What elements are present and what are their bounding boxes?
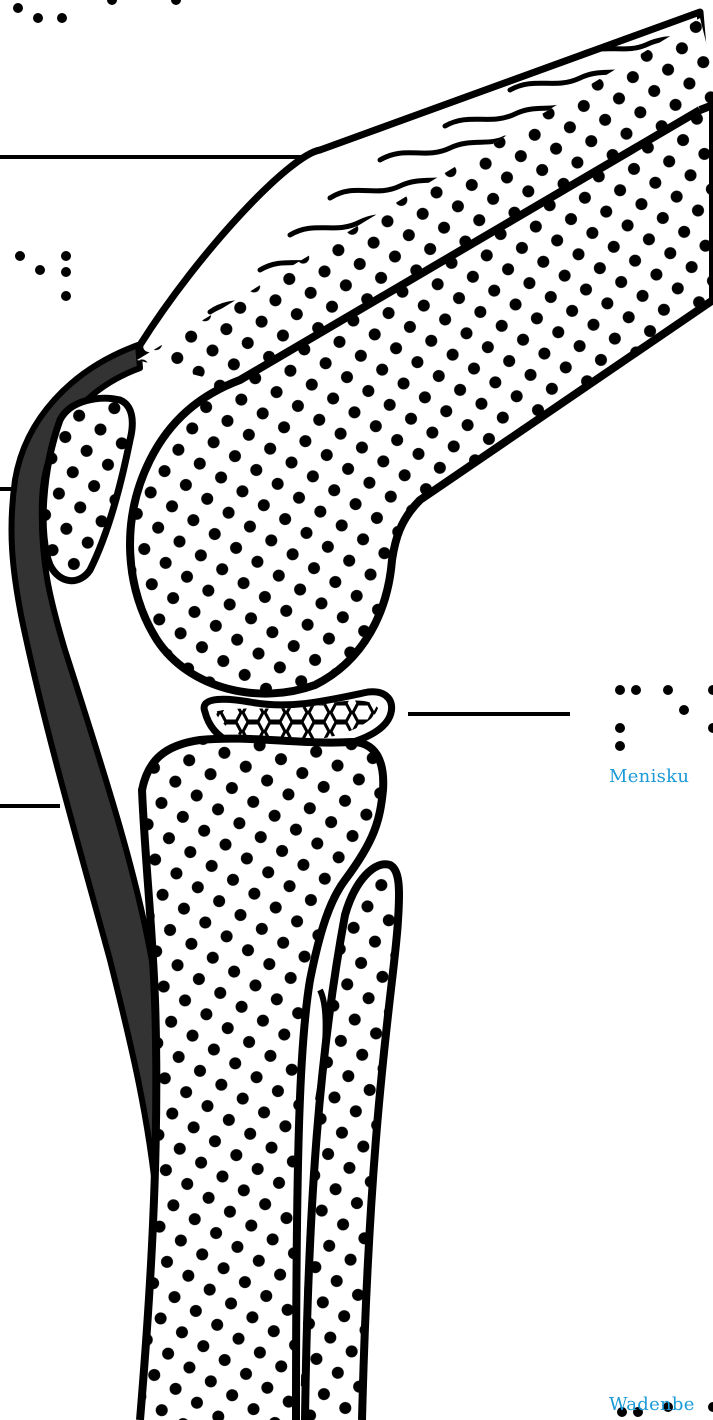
meniscus-label: Menisku xyxy=(609,766,689,787)
braille-cells-meniscus-icon xyxy=(615,685,713,751)
fibula-label: Wadenbe xyxy=(609,1394,695,1415)
braille-cells-left-icon xyxy=(15,251,71,301)
braille-cells-top-icon xyxy=(13,0,181,23)
femur-bone xyxy=(100,0,713,720)
